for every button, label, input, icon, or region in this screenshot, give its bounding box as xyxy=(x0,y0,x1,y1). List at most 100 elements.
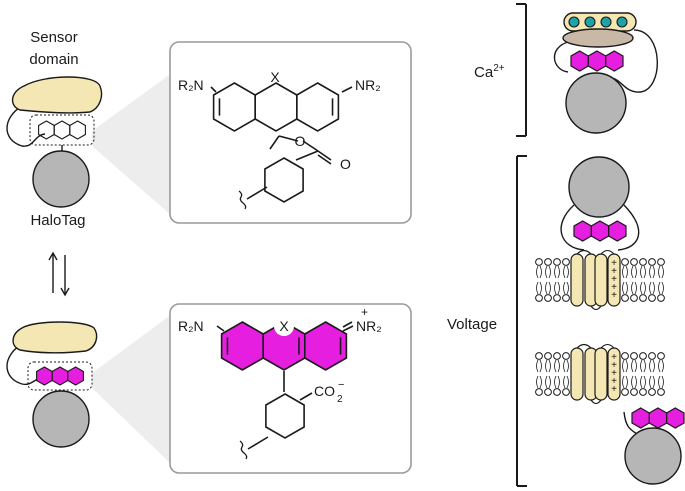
sensor-domain-shape-bottom xyxy=(12,321,98,354)
membrane-top-lipid-tail-8 xyxy=(649,265,655,295)
closed-left-group: R₂N xyxy=(178,77,204,93)
halotag-circle-bottom xyxy=(32,390,90,448)
membrane-top-lipid-head-bottom-1 xyxy=(535,294,543,302)
membrane-top-lipid-head-bottom-9 xyxy=(657,294,665,302)
membrane-top-lipid-head-top-7 xyxy=(639,258,647,266)
dye-dashed-box-bottom xyxy=(27,361,93,391)
membrane-bottom-lipid-head-top-4 xyxy=(562,352,570,360)
open-xanthene-rings xyxy=(220,321,348,371)
closed-benzoate-hex xyxy=(264,157,304,203)
membrane-bottom-lipid-tail-8 xyxy=(649,359,655,389)
voltage-label: Voltage xyxy=(447,316,497,333)
voltage-top-dye-ring-3 xyxy=(608,220,627,242)
membrane-bottom-lipid-head-bottom-2 xyxy=(544,388,552,396)
closed-form-panel xyxy=(169,41,412,224)
membrane-bottom-lipid-head-bottom-7 xyxy=(639,388,647,396)
membrane-bottom-lipid-head-bottom-3 xyxy=(553,388,561,396)
membrane-bottom-helix-3 xyxy=(594,347,608,401)
closed-attachment-bond xyxy=(246,186,268,200)
membrane-bottom-charge-5: + xyxy=(611,384,617,395)
closed-benzoate-ring xyxy=(264,157,304,203)
open-carboxylate-sub: 2 xyxy=(337,394,343,405)
peptide-shape xyxy=(562,28,634,48)
sensor-label-line2: domain xyxy=(29,51,78,68)
membrane-bottom-lipid-head-top-8 xyxy=(648,352,656,360)
voltage-dye-rings-top xyxy=(573,220,627,242)
linker-bottom xyxy=(6,343,41,386)
voltage-halotag-circle-bottom xyxy=(624,427,682,485)
membrane-top-loop-2 xyxy=(590,305,602,311)
membrane-bottom-charge-2: + xyxy=(611,360,617,371)
membrane-top-lipid-head-bottom-8 xyxy=(648,294,656,302)
calcium-ion-2 xyxy=(584,16,596,28)
membrane-top-loop-1 xyxy=(576,249,592,255)
open-dye-rings xyxy=(36,366,84,386)
closed-ring-oxygen: O xyxy=(295,133,306,149)
voltage-lower-state: +++++ xyxy=(535,343,685,485)
membrane-bottom-lipid-head-bottom-4 xyxy=(562,388,570,396)
membrane-bottom-lipid-head-top-1 xyxy=(535,352,543,360)
voltage-top-dye-ring-2 xyxy=(590,220,610,242)
open-dye-ring-1 xyxy=(36,366,53,386)
open-ring-3 xyxy=(303,321,348,371)
linker-top xyxy=(6,105,46,147)
membrane-bottom-lipid-head-bottom-9 xyxy=(657,388,665,396)
membrane-top-charge-4: + xyxy=(611,282,617,293)
zoom-wedge-bottom xyxy=(92,314,172,465)
membrane-top-lipid-tail-4 xyxy=(563,265,569,295)
equilibrium-arrows xyxy=(48,251,70,297)
membrane-top-lipid-head-top-8 xyxy=(648,258,656,266)
membrane-bottom-lipid-tail-6 xyxy=(631,359,637,389)
closed-form-structure: R₂N NR₂ X O O xyxy=(178,69,381,210)
closed-lactone xyxy=(269,135,332,165)
open-attachment-squiggle xyxy=(239,440,248,460)
membrane-top-lipid-head-bottom-4 xyxy=(562,294,570,302)
open-benzoate-hex xyxy=(265,393,305,439)
halotag-label: HaloTag xyxy=(30,212,85,229)
membrane-bottom-charge-1: + xyxy=(611,352,617,363)
membrane-top-helix-1 xyxy=(570,253,584,307)
open-form-structure: R₂N NR₂ + X CO 2 − xyxy=(178,305,382,460)
sensor-cartoon-closed xyxy=(6,76,103,208)
membrane-bottom-lipid-head-top-9 xyxy=(657,352,665,360)
calcium-dye-ring-3 xyxy=(605,50,624,72)
open-carboxylate-bond xyxy=(299,392,313,401)
membrane-top-lipid-head-top-9 xyxy=(657,258,665,266)
closed-right-group: NR₂ xyxy=(355,77,381,93)
voltage-upper-state: +++++ xyxy=(535,156,665,311)
membrane-top-loop-3 xyxy=(600,249,615,255)
membrane-top-lipid-head-bottom-5 xyxy=(621,294,629,302)
calcium-label: Ca2+ xyxy=(474,63,505,81)
membrane-top-lipid-head-bottom-3 xyxy=(553,294,561,302)
closed-xanthene-rings xyxy=(212,82,340,132)
open-carboxylate: CO xyxy=(314,383,335,399)
calcium-linker xyxy=(611,29,658,93)
open-charge: + xyxy=(361,305,368,319)
membrane-top-lipid-tail-7 xyxy=(640,265,646,295)
halotag-circle-top xyxy=(32,150,90,208)
membrane-top-charge-3: + xyxy=(611,274,617,285)
open-attachment-bond xyxy=(247,436,269,450)
open-left-group: R₂N xyxy=(178,318,204,334)
membrane-bottom-lipid-head-top-3 xyxy=(553,352,561,360)
membrane-top-lipid-tail-1 xyxy=(536,265,542,295)
calcium-linker-left xyxy=(553,41,569,73)
voltage-bottom-dye-ring-2 xyxy=(648,407,668,429)
membrane-bottom-charge-3: + xyxy=(611,368,617,379)
membrane-top-lipid-head-top-6 xyxy=(630,258,638,266)
calcium-ion-4 xyxy=(616,16,628,28)
calcium-dye-rings xyxy=(570,50,624,72)
membrane-bottom-lipid-head-top-5 xyxy=(621,352,629,360)
membrane-bottom-lipid-head-bottom-1 xyxy=(535,388,543,396)
calcium-dye-ring-1 xyxy=(570,50,589,72)
calcium-ions xyxy=(568,16,628,28)
open-iminium-bond-2 xyxy=(342,321,353,328)
membrane-top-charge-5: + xyxy=(611,290,617,301)
sensor-cartoon-open xyxy=(6,321,98,448)
membrane-bottom-lipid-head-bottom-5 xyxy=(621,388,629,396)
closed-dye-ring-3 xyxy=(69,120,86,140)
dye-dashed-box-top xyxy=(29,114,95,146)
membrane-bottom-lipid-tail-3 xyxy=(554,359,560,389)
